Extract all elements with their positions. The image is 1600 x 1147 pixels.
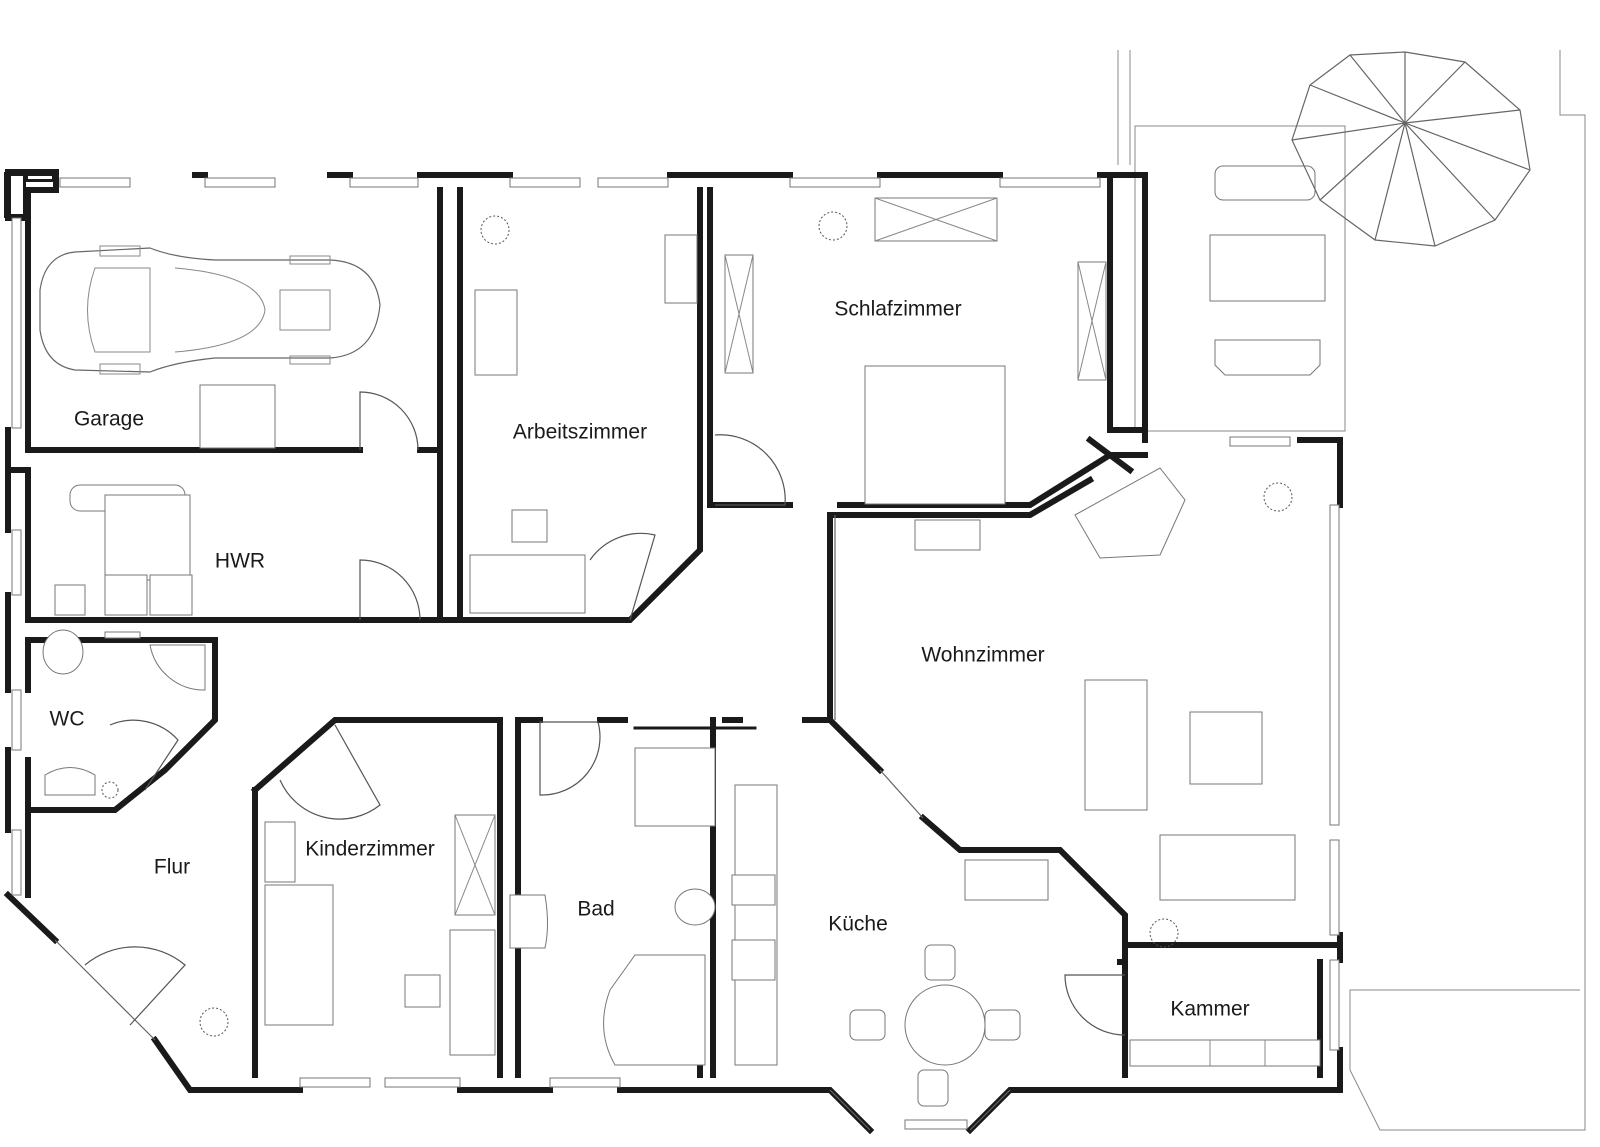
room-label-flur: Flur xyxy=(154,856,190,879)
chair xyxy=(849,1009,886,1041)
plant-icon xyxy=(818,211,848,241)
room-label-wc: WC xyxy=(50,708,85,731)
wohnzimmer-contents xyxy=(914,467,1296,901)
washing-machine xyxy=(104,574,148,616)
kinderzimmer-contents xyxy=(264,814,496,1056)
sofa xyxy=(1159,834,1296,901)
entrance-door xyxy=(84,946,186,1026)
room-label-garage: Garage xyxy=(74,408,144,431)
utility-shelf xyxy=(104,494,191,581)
plant-icon xyxy=(1263,482,1293,512)
sink xyxy=(54,584,86,616)
cabinet xyxy=(664,234,698,304)
arbeitszimmer-door xyxy=(589,532,656,621)
toilet xyxy=(674,888,716,926)
interior-walls xyxy=(5,172,1343,1078)
room-label-kinderzimmer: Kinderzimmer xyxy=(305,838,435,861)
workbench xyxy=(199,384,276,449)
desk-chair xyxy=(511,509,548,543)
shower xyxy=(634,747,716,827)
kueche-contents xyxy=(731,784,1021,1107)
plant-icon xyxy=(1149,918,1179,948)
bed xyxy=(864,365,1006,505)
bad-door xyxy=(539,721,601,796)
schlafzimmer-door xyxy=(714,434,786,506)
wc-door xyxy=(109,719,179,791)
sideboard xyxy=(914,519,981,551)
arbeitszimmer-contents xyxy=(469,234,698,614)
plant-icon xyxy=(199,1007,229,1037)
bathtub xyxy=(603,954,706,1066)
lounge-chair xyxy=(1214,165,1316,201)
coffee-table xyxy=(1189,711,1263,785)
plant-icon xyxy=(480,215,510,245)
side-table xyxy=(964,859,1049,901)
desk xyxy=(449,929,496,1056)
room-label-wohnzimmer: Wohnzimmer xyxy=(921,644,1044,667)
sink xyxy=(731,874,776,906)
garage-door xyxy=(359,391,419,451)
room-label-schlafzimmer: Schlafzimmer xyxy=(834,298,961,321)
plant-icon xyxy=(101,781,119,799)
chair xyxy=(924,944,956,981)
kitchen-counter xyxy=(734,784,778,1066)
towel-rail xyxy=(104,631,141,639)
room-label-bad: Bad xyxy=(577,898,614,921)
room-label-kueche: Küche xyxy=(828,913,888,936)
kinderzimmer-door xyxy=(279,724,381,820)
hwr-contents xyxy=(54,484,193,616)
doors xyxy=(84,391,1126,1036)
room-label-kammer: Kammer xyxy=(1170,998,1249,1021)
chair xyxy=(917,1069,949,1107)
schlafzimmer-contents xyxy=(724,197,1107,505)
cabinet xyxy=(474,289,518,376)
bad-contents xyxy=(509,747,716,1066)
toilet xyxy=(42,629,84,675)
dining-table xyxy=(904,984,986,1066)
windows xyxy=(11,177,1340,1130)
fireplace xyxy=(1074,467,1186,559)
bed xyxy=(264,884,334,1026)
chair xyxy=(984,1009,1021,1041)
car-icon xyxy=(39,245,381,375)
wc-contents xyxy=(42,629,206,796)
terrace-table xyxy=(1209,234,1326,302)
wash-basin xyxy=(44,767,96,796)
wash-basin xyxy=(509,894,548,949)
chair xyxy=(404,974,441,1008)
sofa xyxy=(1084,679,1148,811)
room-label-hwr: HWR xyxy=(215,550,265,573)
room-label-arbeitszimmer: Arbeitszimmer xyxy=(513,421,647,444)
interior-glazing xyxy=(54,515,1011,1131)
garage-contents xyxy=(39,245,381,449)
dryer xyxy=(149,574,193,616)
desk xyxy=(469,554,586,614)
cabinet xyxy=(264,821,296,883)
hwr-door xyxy=(359,559,421,621)
kammer-contents xyxy=(1129,1039,1321,1067)
kammer-door xyxy=(1064,974,1126,1036)
shower xyxy=(149,644,206,691)
cooktop xyxy=(731,939,776,981)
terrace xyxy=(1117,50,1586,1131)
parasol-icon xyxy=(1291,51,1531,247)
shelf xyxy=(1129,1039,1321,1067)
lounge-chair xyxy=(1214,339,1321,376)
